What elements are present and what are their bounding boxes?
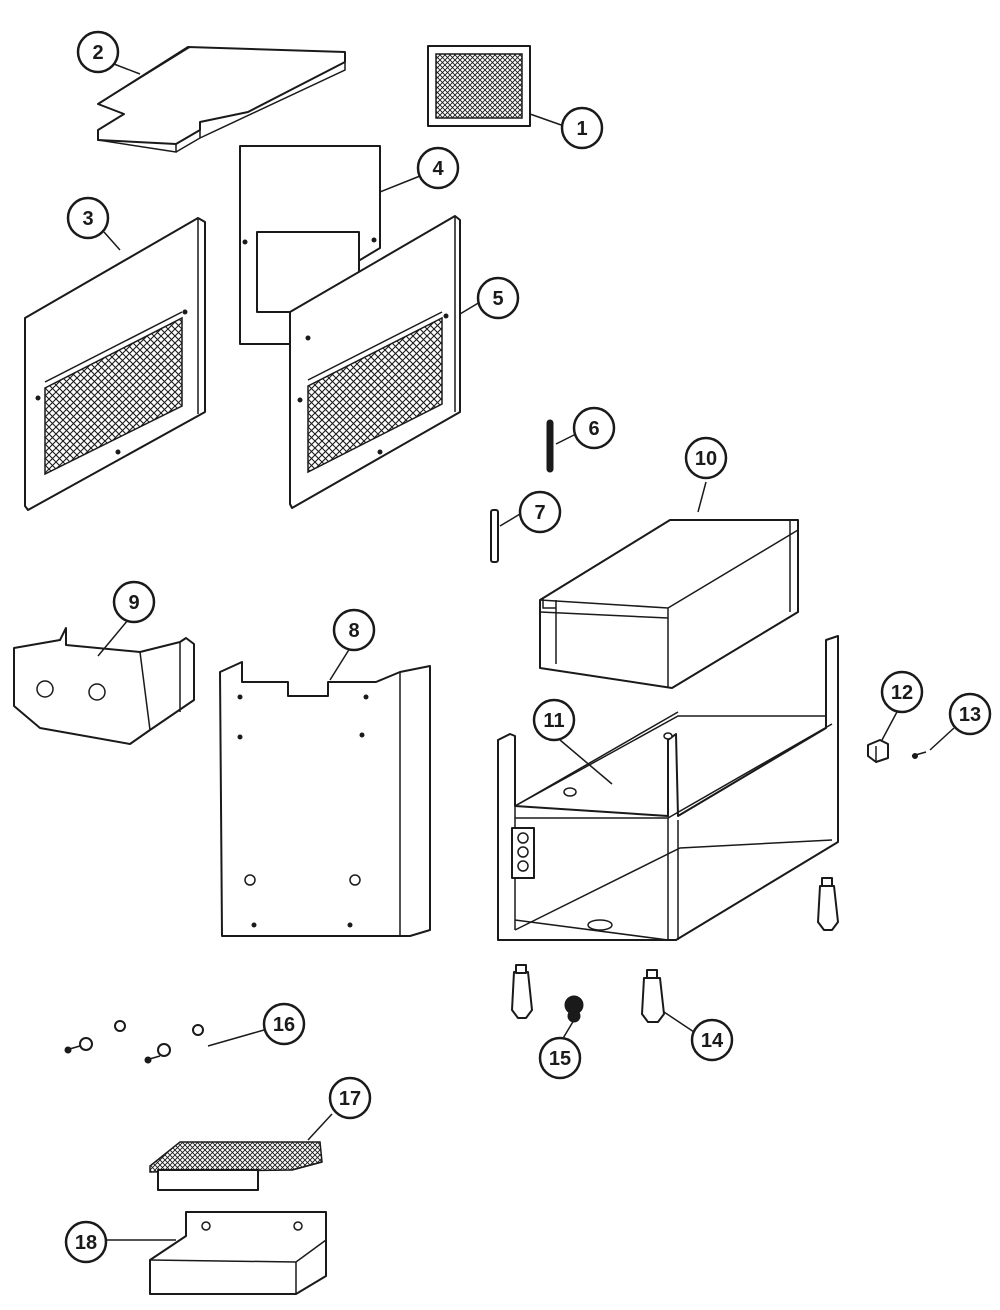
part-tray — [539, 519, 799, 689]
part-drip-grate — [149, 1141, 323, 1191]
callout-9: 9 — [112, 580, 156, 624]
part-front-bracket — [13, 627, 195, 745]
callout-label: 13 — [959, 704, 981, 726]
callout-11: 11 — [532, 698, 576, 742]
callout-label: 16 — [273, 1014, 295, 1036]
callout-label: 6 — [588, 418, 599, 440]
callout-label: 18 — [75, 1232, 97, 1254]
callout-label: 15 — [549, 1048, 571, 1070]
callout-10: 10 — [684, 436, 728, 480]
callout-8: 8 — [332, 608, 376, 652]
callout-12: 12 — [880, 670, 924, 714]
callout-label: 9 — [128, 592, 139, 614]
part-clip — [867, 739, 889, 763]
callout-17: 17 — [328, 1076, 372, 1120]
part-screw — [911, 751, 927, 759]
callout-label: 14 — [701, 1030, 724, 1052]
callout-1: 1 — [560, 106, 604, 150]
callout-label: 7 — [534, 502, 545, 524]
part-leg — [511, 877, 839, 1023]
part-right-side-panel — [289, 215, 461, 509]
part-rod-short — [490, 509, 499, 563]
part-top-cover — [97, 46, 346, 153]
callout-label: 10 — [695, 448, 717, 470]
leader-lines — [97, 63, 955, 1241]
callout-label: 4 — [432, 158, 444, 180]
part-drip-tray — [149, 1211, 327, 1295]
callout-16: 16 — [262, 1002, 306, 1046]
callout-label: 8 — [348, 620, 359, 642]
callout-15: 15 — [538, 1036, 582, 1080]
callout-6: 6 — [572, 406, 616, 450]
callout-3: 3 — [66, 196, 110, 240]
callout-label: 17 — [339, 1088, 361, 1110]
callout-label: 1 — [576, 118, 587, 140]
part-front-panel — [219, 661, 431, 937]
part-frame — [497, 635, 839, 941]
callout-label: 5 — [492, 288, 503, 310]
callout-2: 2 — [76, 30, 120, 74]
callout-label: 3 — [82, 208, 93, 230]
callout-13: 13 — [948, 692, 992, 736]
callout-label: 2 — [92, 42, 103, 64]
part-filter — [427, 45, 531, 127]
callout-label: 11 — [543, 710, 564, 732]
part-knob — [564, 995, 584, 1023]
callout-18: 18 — [64, 1220, 108, 1264]
part-rod-long — [546, 419, 554, 473]
callout-7: 7 — [518, 490, 562, 534]
part-left-side-panel — [24, 217, 206, 511]
callout-14: 14 — [690, 1018, 734, 1062]
callout-4: 4 — [416, 146, 460, 190]
part-fasteners — [64, 1020, 204, 1064]
callout-5: 5 — [476, 276, 520, 320]
callout-label: 12 — [891, 682, 913, 704]
